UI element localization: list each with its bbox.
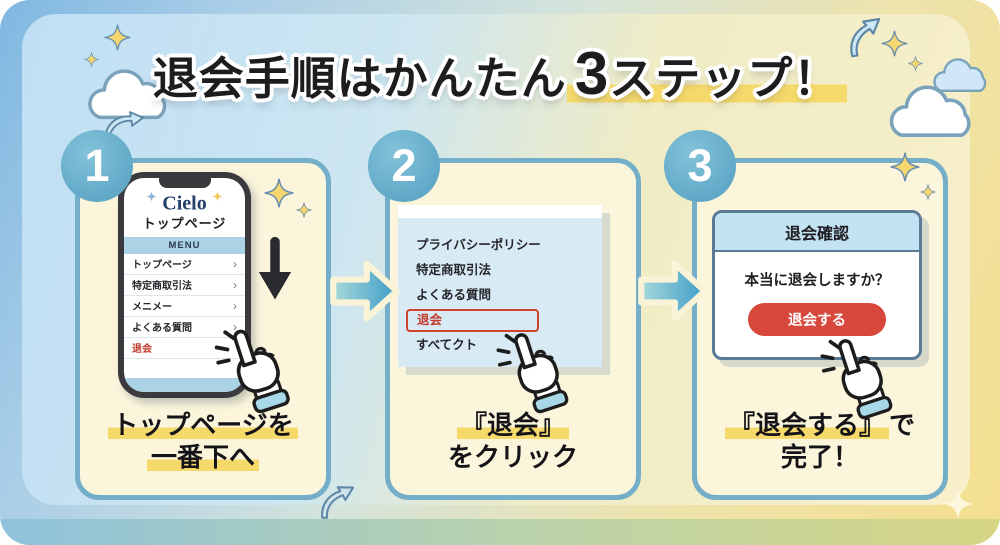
phone-menu-item-top[interactable]: トップページ	[124, 254, 245, 275]
sparkle-icon	[942, 488, 974, 520]
site-menu-card-header	[398, 205, 602, 218]
phone-screen: Cielo トップページ MENU トップページ 特定商取引法 メニメー よくあ…	[124, 178, 245, 392]
sparkle-icon	[296, 202, 312, 218]
step1-number-badge: 1	[61, 130, 133, 202]
step3-number-badge: 3	[664, 130, 736, 202]
site-menu-item-privacy[interactable]: プライバシーポリシー	[416, 238, 541, 252]
site-menu-item-other[interactable]: すべてクト	[416, 338, 478, 352]
site-logo-text: Cielo	[162, 192, 207, 215]
site-menu-item-withdraw[interactable]: 退会	[406, 308, 602, 333]
phone-page-title: トップページ	[142, 215, 227, 231]
step3-number: 3	[687, 140, 713, 191]
step2-number: 2	[391, 140, 417, 191]
hand-cursor-icon	[212, 318, 300, 414]
chevron-right-icon	[233, 299, 237, 313]
site-menu-item-law[interactable]: 特定商取引法	[416, 263, 492, 277]
next-step-arrow-icon	[636, 258, 710, 324]
site-logo: Cielo	[124, 191, 245, 216]
step1-caption: トップページを 一番下へ	[75, 409, 331, 473]
scroll-down-arrow-icon	[256, 236, 294, 308]
chevron-right-icon	[233, 278, 237, 292]
withdraw-confirm-dialog: 退会確認 本当に退会しますか？ 退会する	[712, 210, 922, 360]
withdraw-link-highlight-box[interactable]: 退会	[406, 309, 539, 332]
sparkle-icon	[146, 191, 157, 202]
dialog-title: 退会確認	[715, 213, 919, 252]
chevron-right-icon	[233, 257, 237, 271]
title-suffix: ステップ！	[609, 53, 840, 104]
phone-menu-item-menu[interactable]: メニメー	[124, 296, 245, 317]
sparkle-icon	[890, 152, 920, 182]
swoosh-arrow-icon	[314, 483, 362, 521]
title-prefix: 退会手順はかんたん	[152, 53, 567, 104]
step1-number: 1	[84, 140, 110, 191]
sparkle-icon	[920, 184, 936, 200]
title-highlight: 3ステップ！	[566, 44, 848, 104]
sparkle-icon	[212, 191, 223, 202]
phone-menu-item-faq[interactable]: よくある質問	[124, 317, 245, 338]
next-step-arrow-icon	[328, 258, 402, 324]
site-menu-card: プライバシーポリシー 特定商取引法 よくある質問 退会 すべてクト	[398, 205, 602, 367]
step2-number-badge: 2	[368, 130, 440, 202]
site-menu-item-faq[interactable]: よくある質問	[416, 288, 492, 302]
hand-cursor-icon	[818, 328, 902, 420]
phone-menu-header: MENU	[124, 236, 245, 254]
hand-cursor-icon	[494, 322, 578, 414]
phone-menu-item-withdraw[interactable]: 退会	[124, 338, 245, 359]
step2-caption: 『退会』 をクリック	[447, 410, 578, 473]
withdraw-button[interactable]: 退会する	[748, 303, 886, 336]
title-number: 3	[574, 40, 610, 107]
phone-footer-bar	[124, 378, 245, 392]
frame-bottom-band	[0, 519, 1000, 545]
phone-notch-icon	[158, 178, 211, 188]
sparkle-icon	[264, 178, 294, 208]
phone-menu-item-law[interactable]: 特定商取引法	[124, 275, 245, 296]
dialog-message: 本当に退会しますか？	[744, 273, 890, 289]
